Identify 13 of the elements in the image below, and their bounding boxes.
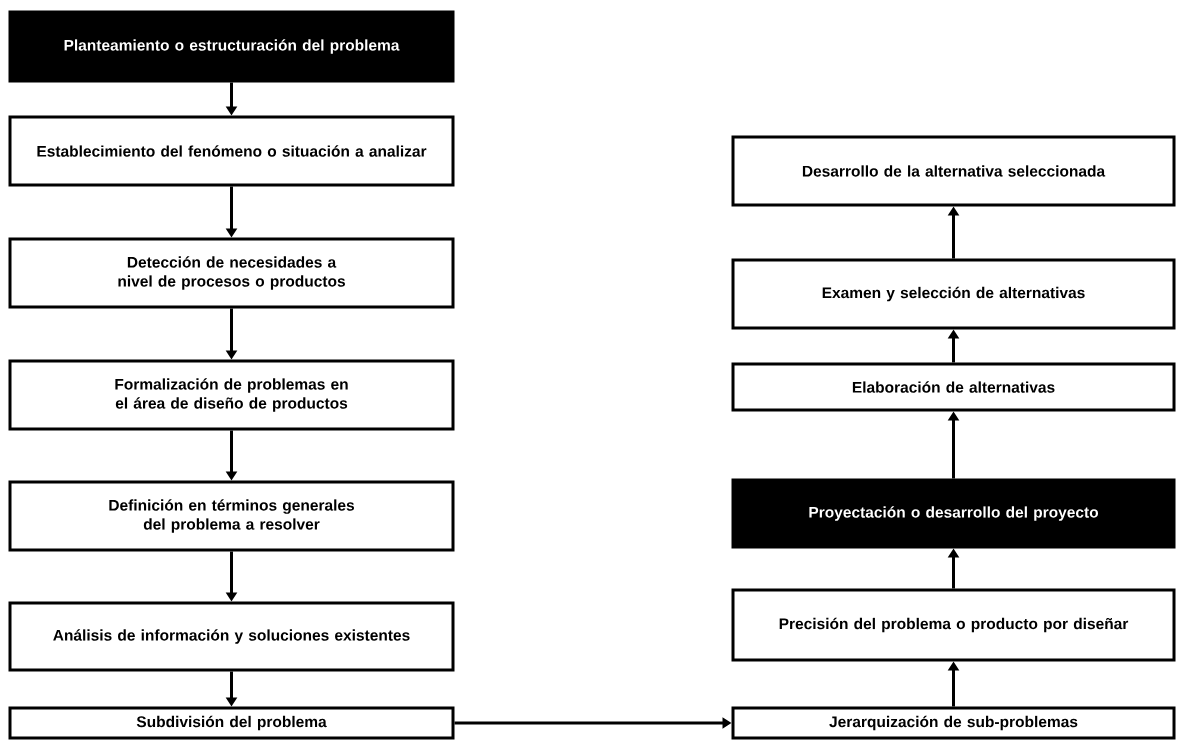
process-box: Detección de necesidades a nivel de procesos o productos (8, 237, 455, 309)
process-box: Examen y selección de alternativas (731, 258, 1176, 330)
process-box: Precisión del problema o producto por diseñar (731, 588, 1176, 662)
process-box: Definición en términos generales del problema a resolver (8, 480, 455, 552)
process-box: Análisis de información y soluciones existentes (8, 601, 455, 672)
title-box: Planteamiento o estructuración del problema (8, 10, 455, 83)
process-box: Subdivisión del problema (8, 706, 455, 740)
process-box: Establecimiento del fenómeno o situación a analizar (8, 115, 455, 187)
process-box: Desarrollo de la alternativa seleccionada (731, 135, 1176, 207)
title-box: Proyectación o desarrollo del proyecto (731, 478, 1176, 549)
process-box: Elaboración de alternativas (731, 362, 1176, 412)
process-box: Formalización de problemas en el área de diseño de productos (8, 359, 455, 431)
process-box: Jerarquización de sub-problemas (731, 706, 1176, 740)
